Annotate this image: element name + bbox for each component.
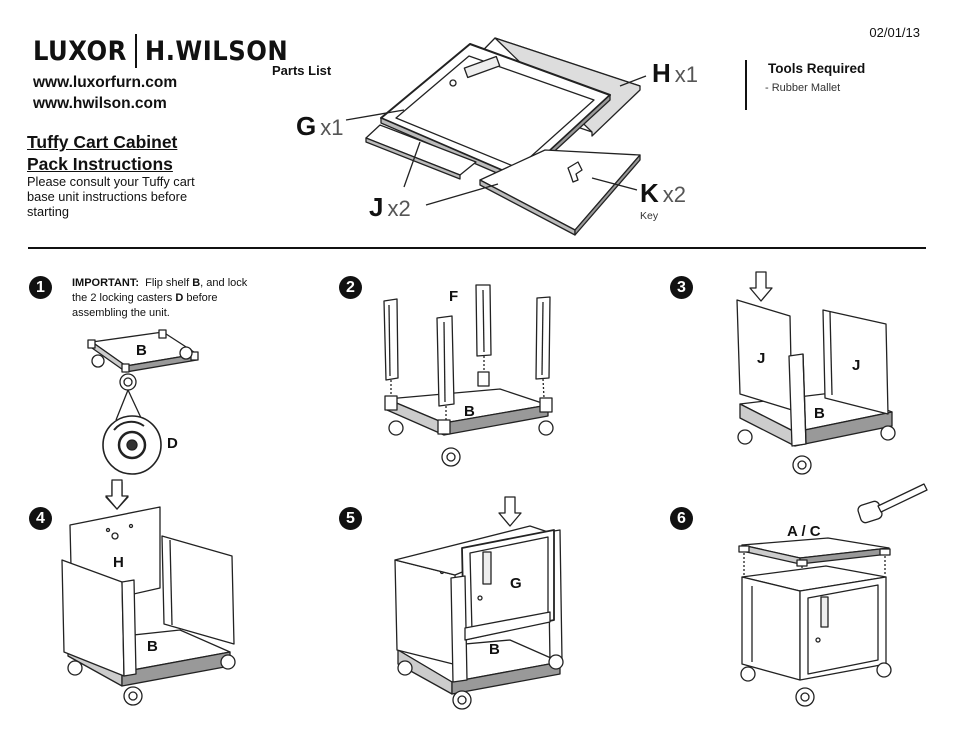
parts-drawing [345, 37, 647, 236]
s3-label-b: B [814, 405, 825, 422]
url-luxor[interactable]: www.luxorfurn.com [33, 74, 178, 91]
tools-item: - Rubber Mallet [765, 82, 841, 94]
part-letter: G [296, 111, 317, 141]
s3-label-j2: J [852, 357, 861, 374]
step-1-instructions: IMPORTANT: Flip shelf B, and lock the 2 … [72, 276, 252, 321]
step-5-drawing [394, 496, 564, 710]
s6-label-ac: A / C [787, 523, 821, 540]
title-line-2: Pack Instructions [27, 154, 173, 174]
step1-text-a: Flip shelf [145, 277, 193, 289]
step-1-number: 1 [29, 276, 52, 299]
date: 02/01/13 [869, 25, 920, 40]
step-5-number: 5 [339, 507, 362, 530]
part-qty: x2 [387, 196, 411, 221]
brand-hwilson: H.WILSON [144, 35, 289, 67]
part-qty: x2 [662, 182, 687, 207]
s1-label-b: B [136, 342, 147, 359]
s4-label-h: H [113, 554, 124, 571]
logo-divider [134, 34, 137, 68]
s4-label-b: B [147, 638, 158, 655]
part-letter: H [652, 58, 671, 88]
s5-label-g: G [510, 575, 522, 592]
parts-list-title: Parts List [272, 63, 332, 78]
step-3-drawing [736, 271, 896, 475]
step-4-drawing [61, 479, 236, 706]
page-title: Tuffy Cart Cabinet Pack Instructions [27, 131, 177, 175]
important-label: IMPORTANT: [72, 277, 140, 289]
url-hwilson[interactable]: www.hwilson.com [33, 95, 167, 112]
brand-logo: LUXOR H.WILSON [33, 34, 288, 68]
step1-text-b: , and lock the 2 locking casters [72, 277, 248, 304]
part-letter: K [640, 178, 659, 208]
title-line-1: Tuffy Cart Cabinet [27, 132, 178, 152]
s5-label-b: B [489, 641, 500, 658]
part-letter: J [369, 192, 384, 222]
mallet-icon [857, 483, 928, 524]
s2-label-f: F [449, 288, 459, 305]
step1-text-c: before assembling the unit. [72, 292, 218, 319]
brand-luxor: LUXOR [33, 35, 127, 67]
step-2-number: 2 [339, 276, 362, 299]
step-6-number: 6 [670, 507, 693, 530]
step-4-number: 4 [29, 507, 52, 530]
header-rule [28, 247, 926, 249]
s3-label-j1: J [757, 350, 766, 367]
step1-shelf: B [192, 277, 201, 289]
s1-label-d: D [167, 435, 178, 452]
step-2-drawing [383, 284, 554, 467]
tools-divider [745, 60, 747, 110]
step1-caster: D [175, 292, 184, 304]
description: Please consult your Tuffy cart base unit… [27, 174, 195, 219]
tools-title: Tools Required [768, 61, 866, 76]
step-6-drawing [738, 483, 928, 707]
s2-label-b: B [464, 403, 475, 420]
key-label: Key [640, 210, 659, 222]
part-qty: x1 [320, 115, 344, 140]
step-3-number: 3 [670, 276, 693, 299]
part-qty: x1 [674, 62, 699, 87]
